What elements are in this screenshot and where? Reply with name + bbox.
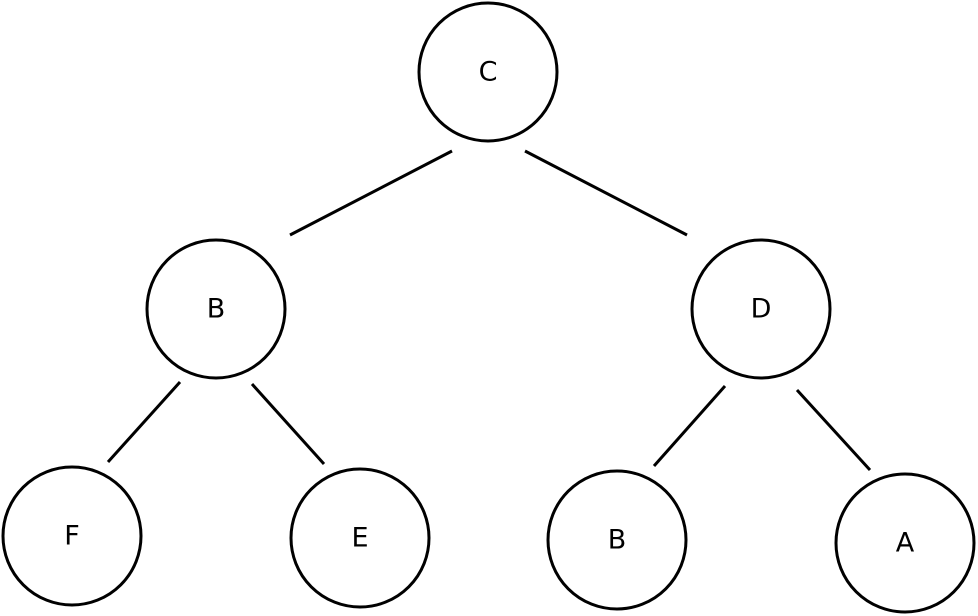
- edges-layer: [106, 149, 872, 472]
- node-label-c: C: [479, 57, 498, 88]
- tree-node-left-left: F: [1, 465, 143, 607]
- node-label-f: F: [64, 521, 80, 552]
- edge-right-right-right: [795, 388, 872, 472]
- edge-left-left-right: [250, 382, 326, 466]
- tree-node-right-right: A: [834, 472, 976, 614]
- node-circle: [690, 238, 832, 380]
- node-circle: [1, 465, 143, 607]
- node-circle: [417, 1, 559, 143]
- node-label-e: E: [351, 523, 368, 554]
- tree-node-right: D: [690, 238, 832, 380]
- node-circle: [289, 467, 431, 609]
- edge-left-left-left: [106, 380, 182, 464]
- node-circle: [546, 469, 688, 611]
- edge-root-right: [524, 149, 688, 237]
- edge-right-right-left: [652, 385, 727, 467]
- tree-node-root: C: [417, 1, 559, 143]
- node-circle: [145, 238, 287, 380]
- tree-node-right-left: B: [546, 469, 688, 611]
- tree-node-left-right: E: [289, 467, 431, 609]
- node-label-b-2: B: [608, 525, 627, 556]
- node-label-d: D: [751, 294, 772, 325]
- node-label-b: B: [207, 294, 226, 325]
- edge-root-left: [289, 149, 453, 237]
- tree-node-left: B: [145, 238, 287, 380]
- node-label-a: A: [896, 528, 915, 559]
- node-circle: [834, 472, 976, 614]
